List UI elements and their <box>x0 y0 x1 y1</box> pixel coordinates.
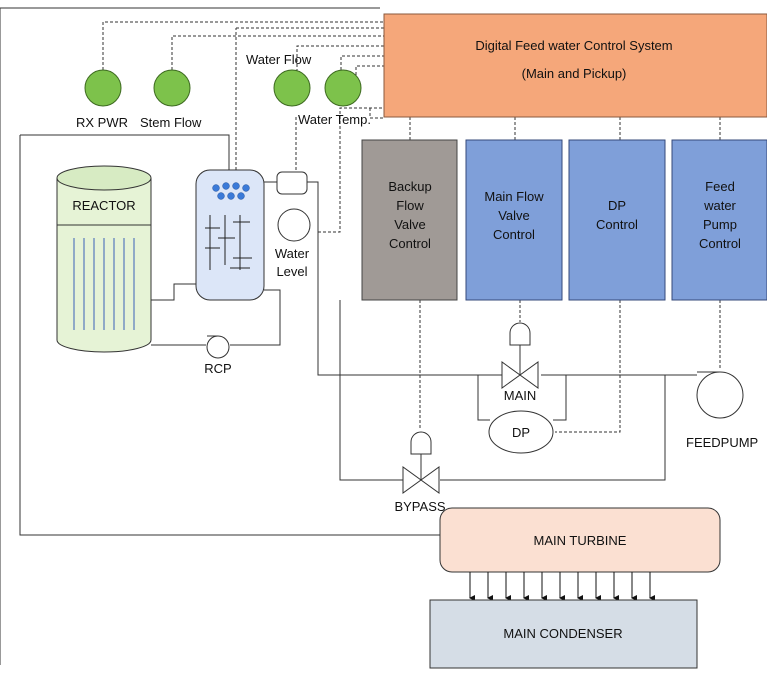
feedpump-icon <box>696 371 744 419</box>
water-level-sensor <box>277 208 311 242</box>
feedpump-control-line-1: Feed <box>705 179 735 194</box>
backup-line-2: Flow <box>396 198 424 213</box>
main-flow-line-1: Main Flow <box>484 189 544 204</box>
bypass-valve-icon <box>402 431 440 494</box>
main-condenser-label: MAIN CONDENSER <box>503 626 622 641</box>
steam-generator <box>195 169 265 301</box>
dp-label: DP <box>512 425 530 440</box>
backup-line-1: Backup <box>388 179 431 194</box>
backup-flow-valve-control-box <box>361 139 458 301</box>
water-temp-label: Water Temp. <box>298 112 371 127</box>
water-level-label-1: Water <box>275 246 310 261</box>
sensor-signal-lines <box>102 21 384 233</box>
rcp-label: RCP <box>204 361 231 376</box>
main-flow-valve-control-box <box>465 139 563 301</box>
steam-flow-arrows <box>469 572 655 601</box>
bypass-label: BYPASS <box>394 499 445 514</box>
feedpump-label: FEEDPUMP <box>686 435 758 450</box>
main-valve-icon <box>501 322 539 389</box>
control-system-box <box>383 13 767 118</box>
water-flow-label: Water Flow <box>246 52 312 67</box>
main-flow-line-2: Valve <box>498 208 530 223</box>
control-system-subtitle: (Main and Pickup) <box>522 66 627 81</box>
dp-control-box <box>568 139 666 301</box>
water-level-label-2: Level <box>276 264 307 279</box>
stem-flow-sensor <box>153 69 191 107</box>
dp-control-line-2: Control <box>596 217 638 232</box>
water-flow-meter <box>276 171 308 195</box>
controller-output-lines <box>419 300 721 433</box>
dp-sensor <box>488 410 554 454</box>
rx-pwr-label: RX PWR <box>76 115 128 130</box>
feedwater-pump-control-box <box>671 139 767 301</box>
stem-flow-label: Stem Flow <box>140 115 202 130</box>
main-flow-line-3: Control <box>493 227 535 242</box>
reactor-vessel <box>56 165 152 353</box>
feedpump-control-line-2: water <box>703 198 736 213</box>
rcp-pump-icon <box>206 335 230 359</box>
backup-line-3: Valve <box>394 217 426 232</box>
backup-line-4: Control <box>389 236 431 251</box>
feedpump-control-line-3: Pump <box>703 217 737 232</box>
control-system-title: Digital Feed water Control System <box>475 38 672 53</box>
water-temp-sensor <box>324 69 362 107</box>
main-condenser-box <box>429 599 698 669</box>
rx-pwr-sensor <box>84 69 122 107</box>
main-turbine-label: MAIN TURBINE <box>534 533 627 548</box>
dp-control-line-1: DP <box>608 198 626 213</box>
feedpump-control-line-4: Control <box>699 236 741 251</box>
control-bus-lines <box>409 117 721 140</box>
water-flow-sensor <box>273 69 311 107</box>
piping <box>19 134 697 536</box>
main-valve-label: MAIN <box>504 388 537 403</box>
main-turbine-box <box>439 507 721 573</box>
reactor-label: REACTOR <box>72 198 135 213</box>
